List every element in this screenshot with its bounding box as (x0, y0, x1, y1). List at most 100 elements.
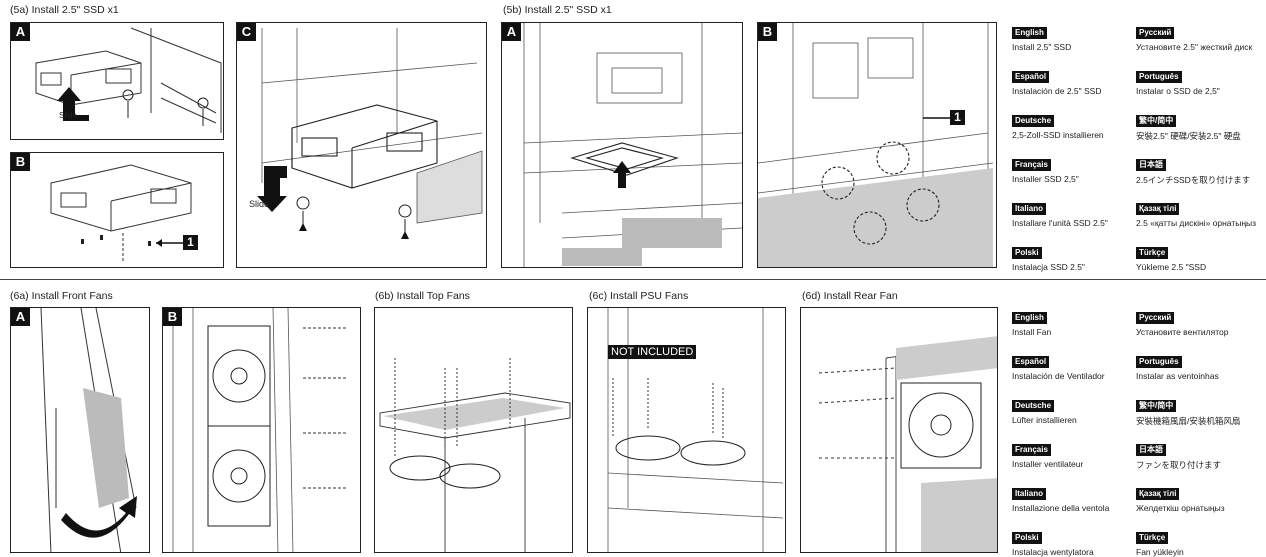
language-text: Instalación de 2.5" SSD (1012, 86, 1102, 96)
language-tag: Қазақ тілі (1136, 203, 1180, 215)
language-tag: Русский (1136, 27, 1175, 39)
language-text: Instalacja wentylatora (1012, 547, 1094, 557)
language-tag: Қазақ тілі (1136, 488, 1180, 500)
front-fans-illustration (172, 308, 348, 552)
case-interior-illustration (523, 23, 742, 267)
language-tag: Türkçe (1136, 247, 1169, 259)
language-tag: Italiano (1012, 203, 1047, 215)
callout-number: 1 (183, 235, 198, 250)
language-text: 2.5インチSSDを取り付けます (1136, 175, 1251, 185)
language-tag: Français (1012, 159, 1051, 171)
panel-5a-c: C Slide (236, 22, 487, 268)
language-tag: Deutsche (1012, 400, 1055, 412)
language-tag: Русский (1136, 312, 1175, 324)
panel-6d (800, 307, 998, 553)
language-text: Install Fan (1012, 327, 1052, 337)
panel-letter: B (11, 153, 30, 171)
panel-5a-b: B 1 (10, 152, 224, 268)
language-tag: English (1012, 27, 1047, 39)
language-text: Installer SSD 2,5" (1012, 174, 1079, 184)
language-tag: English (1012, 312, 1047, 324)
not-included-badge: NOT INCLUDED (608, 345, 697, 359)
panel-6a-b: B (162, 307, 361, 553)
language-tag: Deutsche (1012, 115, 1055, 127)
language-entry: 繁中/简中安裝2.5" 硬碟/安装2.5" 硬盘 (1136, 110, 1266, 142)
panel-5b-a: A (501, 22, 743, 268)
section-title-5b: (5b) Install 2.5" SSD x1 (503, 4, 612, 16)
language-tag: 繁中/简中 (1136, 400, 1177, 412)
language-text: Lüfter installieren (1012, 415, 1077, 425)
ssd-mount-illustration (50, 164, 192, 261)
language-entry: 日本語ファンを取り付けます (1136, 439, 1266, 471)
language-text: Fan yükleyin (1136, 547, 1184, 557)
language-entry: 繁中/简中安裝機箱風扇/安装机箱风扇 (1136, 395, 1266, 427)
language-entry: 日本語 2.5インチSSDを取り付けます (1136, 154, 1266, 186)
language-text: Instalacja SSD 2.5" (1012, 262, 1085, 272)
section-title-6c: (6c) Install PSU Fans (589, 290, 689, 302)
ssd-tray-illustration (758, 23, 994, 267)
language-text: Installare l'unità SSD 2.5" (1012, 218, 1108, 228)
language-tag: Italiano (1012, 488, 1047, 500)
slide-arrow-icon (257, 166, 287, 212)
language-tag: 繁中/简中 (1136, 115, 1177, 127)
language-text: Instalar o SSD de 2,5" (1136, 86, 1220, 96)
ssd-slide-illustration (257, 28, 483, 239)
slide-label: Slide (59, 111, 77, 120)
language-text: Instalar as ventoinhas (1136, 371, 1219, 381)
language-text: Желдеткіш орнатыңыз (1136, 503, 1225, 513)
language-tag: Português (1136, 71, 1182, 83)
callout-number: 1 (950, 110, 965, 125)
language-tag: Türkçe (1136, 532, 1169, 544)
section-title-6d: (6d) Install Rear Fan (802, 290, 898, 302)
language-text: 2.5 «қатты дискіні» орнатыңыз (1136, 218, 1257, 228)
rear-fan-illustration (818, 336, 997, 552)
front-panel-illustration (40, 308, 137, 552)
language-tag: Français (1012, 444, 1051, 456)
language-text: ファンを取り付けます (1136, 460, 1222, 470)
language-text: 安裝2.5" 硬碟/安装2.5" 硬盘 (1136, 131, 1241, 141)
language-text: Installer ventilateur (1012, 459, 1084, 469)
language-text: 2,5-Zoll-SSD installieren (1012, 130, 1104, 140)
language-tag: Polski (1012, 247, 1042, 259)
panel-5b-b: B 1 (757, 22, 997, 268)
language-text: Установите 2.5" жесткий диск (1136, 42, 1253, 52)
panel-letter: B (163, 308, 182, 326)
language-tag: Português (1136, 356, 1182, 368)
slide-label: Slide (249, 199, 270, 209)
panel-6a-a: A (10, 307, 150, 553)
panel-6b (374, 307, 573, 553)
ssd-bracket-illustration (35, 27, 222, 133)
language-text: Yükleme 2.5 "SSD (1136, 262, 1207, 272)
panel-letter: A (11, 23, 30, 41)
language-entry: Қазақ тілі 2.5 «қатты дискіні» орнатыңыз (1136, 198, 1266, 228)
section-title-6a: (6a) Install Front Fans (10, 290, 113, 302)
language-text: Instalación de Ventilador (1012, 371, 1105, 381)
language-tag: 日本語 (1136, 444, 1166, 456)
panel-6c: NOT INCLUDED (587, 307, 786, 553)
language-tag: 日本語 (1136, 159, 1166, 171)
section-title-5a: (5a) Install 2.5" SSD x1 (10, 4, 119, 16)
language-text: 安裝機箱風扇/安装机箱风扇 (1136, 416, 1241, 426)
language-text: Install 2.5" SSD (1012, 42, 1072, 52)
language-tag: Polski (1012, 532, 1042, 544)
rotate-arrow-icon (61, 496, 137, 538)
